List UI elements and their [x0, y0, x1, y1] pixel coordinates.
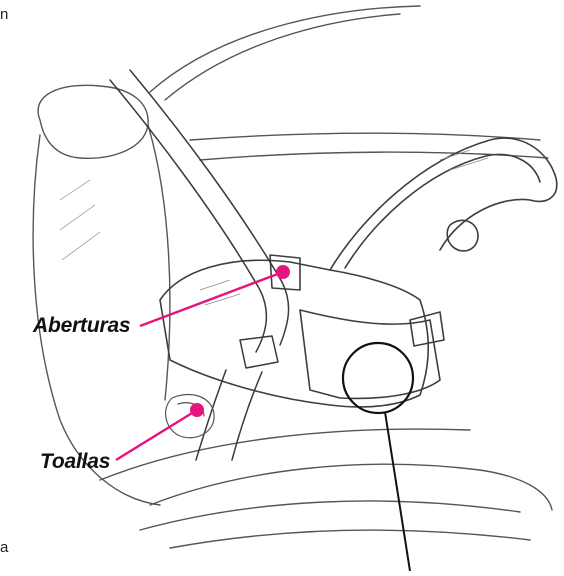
vehicle-roof-curve [150, 6, 420, 92]
carrier-canopy-handle [330, 138, 557, 270]
rolled-towel [166, 395, 215, 438]
aberturas-label: Aberturas [33, 314, 130, 338]
carrier-base [300, 310, 440, 398]
toallas-label: Toallas [40, 450, 110, 474]
detail-highlight-circle [343, 343, 413, 413]
belt-buckle [240, 336, 278, 368]
cropped-text-fragment-top: n [0, 6, 8, 23]
vehicle-seat-cushion [150, 464, 552, 510]
vehicle-headrest [38, 85, 148, 158]
vehicle-shoulder-belt [110, 80, 266, 352]
vehicle-window-line [190, 133, 540, 140]
toallas-marker-dot [190, 403, 204, 417]
carrier-shell [160, 260, 428, 407]
aberturas-marker-dot [276, 265, 290, 279]
detail-pointer-line [385, 412, 410, 571]
toallas-callout-line [116, 410, 197, 460]
carrier-adjust-knob [447, 220, 478, 251]
cropped-text-fragment-bottom: a [0, 539, 8, 556]
